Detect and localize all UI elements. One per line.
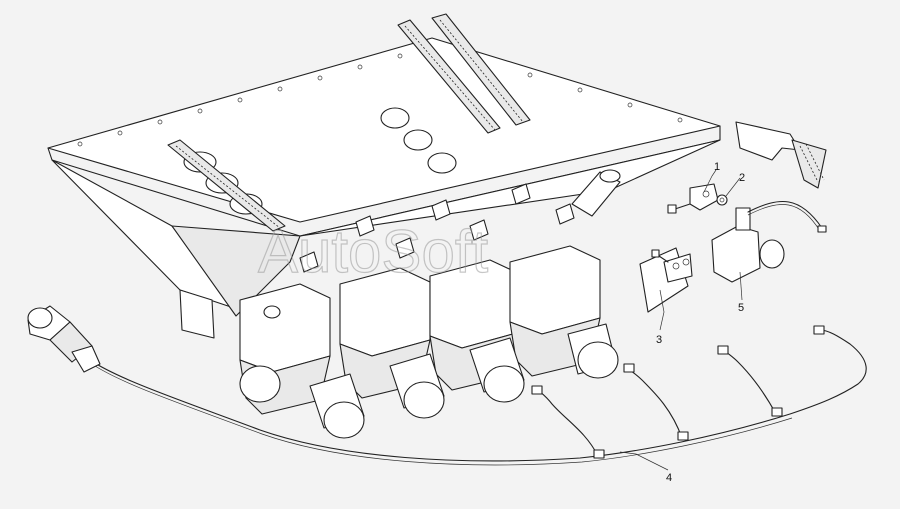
part-4-wiring-harness bbox=[27, 305, 867, 466]
part-3-plate bbox=[639, 247, 693, 313]
hopper-frame bbox=[47, 13, 827, 339]
watermark: AutoSoft bbox=[258, 218, 488, 285]
outlet-tubes bbox=[239, 323, 619, 439]
part-1-bracket-bolt bbox=[667, 183, 719, 214]
callout-1: 1 bbox=[714, 161, 720, 173]
part-2-nut bbox=[716, 194, 728, 206]
callout-4: 4 bbox=[666, 472, 672, 484]
part-5-sensor bbox=[711, 200, 827, 283]
metering-units bbox=[239, 169, 621, 439]
leader-lines bbox=[619, 169, 743, 471]
callout-5: 5 bbox=[738, 302, 744, 314]
callout-2: 2 bbox=[739, 172, 745, 184]
callout-3: 3 bbox=[656, 334, 662, 346]
